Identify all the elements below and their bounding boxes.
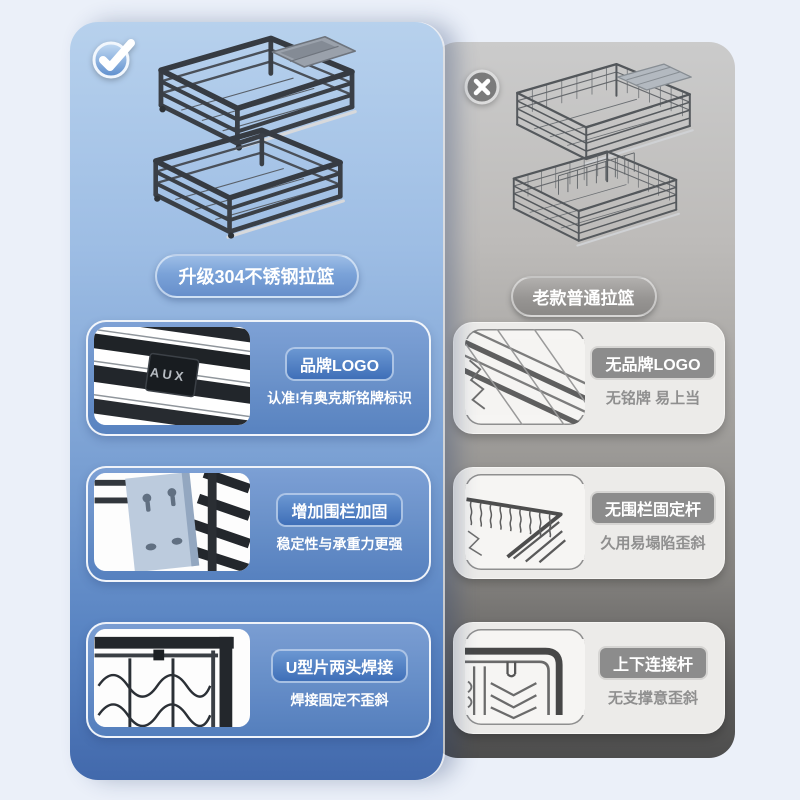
feature-text: 增加围栏加固 稳定性与承重力更强 [254,468,425,580]
feature-badge: 无围栏固定杆 [591,493,714,523]
feature-text: 品牌LOGO 认准!有奥克斯铭牌标识 [254,322,425,434]
check-icon [90,34,138,82]
feature-text: U型片两头焊接 焊接固定不歪斜 [254,624,425,736]
feature-text: 无围栏固定杆 久用易塌陷歪斜 [588,468,718,578]
old-product-panel: 老款普通拉篮 无品牌L [432,42,735,758]
feature-badge: 上下连接杆 [599,648,706,678]
feature-desc: 久用易塌陷歪斜 [600,535,706,552]
cross-icon [462,67,502,107]
feature-desc: 无铭牌 易上当 [605,390,701,407]
new-basket-bottom-image [148,124,348,241]
old-feature-card-fence: 无围栏固定杆 久用易塌陷歪斜 [453,467,725,579]
no-logo-wire-photo [465,329,585,425]
feature-badge: 品牌LOGO [286,348,393,379]
corner-rod-photo [465,629,585,725]
old-basket-bottom-image [507,146,683,249]
old-feature-card-logo: 无品牌LOGO 无铭牌 易上当 [453,322,725,434]
feature-badge: 无品牌LOGO [592,348,714,378]
new-feature-card-weld: U型片两头焊接 焊接固定不歪斜 [86,622,431,738]
feature-desc: 稳定性与承重力更强 [276,535,403,552]
old-product-title-badge: 老款普通拉篮 [510,276,657,317]
u-weld-photo [94,629,250,727]
reinforcement-plate-photo [94,473,250,571]
new-product-title-badge: 升级304不锈钢拉篮 [154,254,359,298]
new-feature-card-fence: 增加围栏加固 稳定性与承重力更强 [86,466,431,582]
upgraded-product-panel: 升级304不锈钢拉篮 AUX 品牌LOGO [70,22,443,780]
feature-desc: 焊接固定不歪斜 [290,691,389,708]
feature-badge: U型片两头焊接 [272,650,407,681]
feature-desc: 认准!有奥克斯铭牌标识 [267,389,412,406]
sagging-rack-photo [465,474,585,570]
old-feature-card-rod: 上下连接杆 无支撑意歪斜 [453,622,725,734]
feature-text: 无品牌LOGO 无铭牌 易上当 [588,323,718,433]
feature-badge: 增加围栏加固 [278,494,401,525]
new-feature-card-logo: AUX 品牌LOGO 认准!有奥克斯铭牌标识 [86,320,431,436]
feature-desc: 无支撑意歪斜 [607,690,698,707]
feature-text: 上下连接杆 无支撑意歪斜 [588,623,718,733]
aux-logo-photo: AUX [94,327,250,425]
